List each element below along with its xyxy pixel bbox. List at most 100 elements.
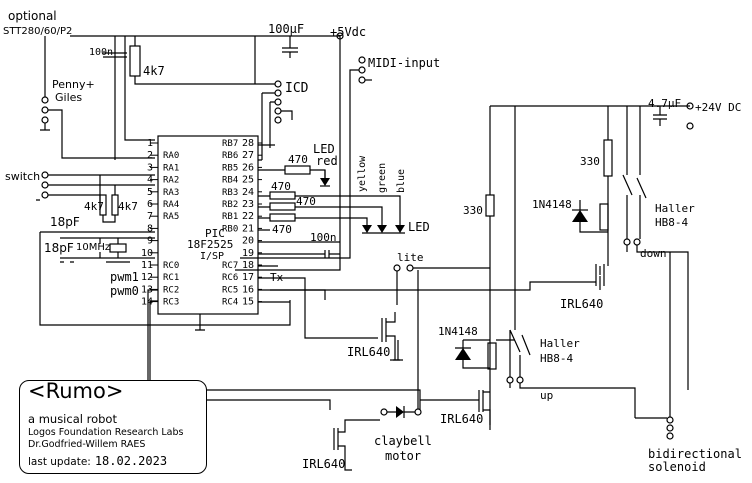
label-red: red bbox=[316, 154, 338, 168]
label-up: up bbox=[540, 389, 553, 402]
terminal-5v bbox=[336, 32, 344, 40]
pin-number-left: 1 bbox=[147, 138, 153, 149]
pin-number-right: 28 bbox=[242, 138, 254, 149]
pin-number-right: 21 bbox=[242, 223, 254, 234]
label-c100n-top: 100n bbox=[89, 47, 113, 58]
label-penny: Penny+ bbox=[52, 78, 95, 91]
pin-name-right: RB7 bbox=[222, 139, 238, 149]
pin-number-right: 19 bbox=[242, 248, 254, 259]
pin-name-left: RC1 bbox=[163, 273, 179, 283]
pin-number-right: 26 bbox=[242, 162, 254, 173]
label-r470-2: 470 bbox=[271, 180, 291, 193]
label-icd: ICD bbox=[285, 81, 309, 96]
pin-number-left: 13 bbox=[141, 284, 153, 295]
label-r4k7-a: 4k7 bbox=[84, 200, 104, 213]
pin-number-left: 10 bbox=[141, 248, 153, 259]
pin-number-right: 15 bbox=[242, 297, 254, 308]
pin-name-right: RC7 bbox=[222, 261, 238, 271]
label-diode2: 1N4148 bbox=[438, 325, 478, 338]
pin-number-left: 12 bbox=[141, 272, 153, 283]
pin-number-left: 6 bbox=[147, 199, 153, 210]
pin-number-left: 9 bbox=[147, 236, 153, 247]
label-c100uf: 100µF bbox=[268, 22, 304, 36]
label-r330-a: 330 bbox=[463, 204, 483, 217]
pin-name-left: RC2 bbox=[163, 285, 179, 295]
label-c100n-mid: 100n bbox=[310, 231, 337, 244]
pin-number-right: 22 bbox=[242, 211, 254, 222]
label-hb1: HB8-4 bbox=[655, 216, 688, 229]
info-box: <Rumo> a musical robot Logos Foundation … bbox=[19, 379, 207, 474]
pin-name-right: RB4 bbox=[222, 176, 238, 186]
pin-name-right: RB5 bbox=[222, 163, 238, 173]
label-haller2: Haller bbox=[540, 337, 580, 350]
pin-number-left: 7 bbox=[147, 211, 153, 222]
pin-number-left: 3 bbox=[147, 162, 153, 173]
pin-name-right: RB0 bbox=[222, 224, 238, 234]
pin-name-left: RA3 bbox=[163, 188, 179, 198]
label-r470-3: 470 bbox=[296, 195, 316, 208]
label-vdc24: +24V DC bbox=[695, 101, 741, 114]
pin-name-left: RC3 bbox=[163, 298, 179, 308]
label-c18pf-a: 18pF bbox=[50, 215, 80, 229]
label-r330-b: 330 bbox=[580, 155, 600, 168]
pin-number-left: 11 bbox=[141, 260, 153, 271]
label-haller1: Haller bbox=[655, 202, 695, 215]
pin-name-right: RB6 bbox=[222, 151, 238, 161]
pin-number-right: 16 bbox=[242, 284, 254, 295]
pin-number-right: 24 bbox=[242, 187, 254, 198]
pic-isp: I/SP bbox=[200, 251, 224, 262]
label-r4k7-b: 4k7 bbox=[118, 200, 138, 213]
label-pwm1: pwm1 bbox=[110, 270, 139, 284]
pin-name-left: RC0 bbox=[163, 261, 179, 271]
pin-name-right: RB3 bbox=[222, 188, 238, 198]
pin-number-left: 2 bbox=[147, 150, 153, 161]
pin-name-right: RB1 bbox=[222, 212, 238, 222]
pin-name-left: RA5 bbox=[163, 212, 179, 222]
pin-number-right: 27 bbox=[242, 150, 254, 161]
info-update-date: 18.02.2023 bbox=[94, 454, 168, 468]
pin-number-right: 20 bbox=[242, 236, 254, 247]
pic-chip bbox=[157, 135, 259, 315]
label-c18pf-b: 18pF bbox=[44, 241, 74, 255]
pin-name-right: RC6 bbox=[222, 273, 238, 283]
label-motor: motor bbox=[385, 449, 421, 463]
label-diode1: 1N4148 bbox=[532, 198, 572, 211]
label-yellow: yellow bbox=[357, 155, 368, 192]
pin-name-left: RA0 bbox=[163, 151, 179, 161]
info-org: Logos Foundation Research Labs bbox=[28, 427, 184, 438]
pin-number-left: 5 bbox=[147, 187, 153, 198]
label-irl3: IRL640 bbox=[440, 412, 483, 426]
label-optional: optional bbox=[8, 9, 57, 23]
label-stt: STT280/60/P2 bbox=[3, 26, 72, 37]
info-author: Dr.Godfried-Willem RAES bbox=[28, 439, 146, 450]
crystal-10mhz bbox=[109, 243, 127, 253]
label-hb2: HB8-4 bbox=[540, 352, 573, 365]
info-title: <Rumo> bbox=[28, 379, 124, 403]
label-led: LED bbox=[313, 142, 335, 156]
label-bidir: bidirectional bbox=[648, 447, 742, 461]
label-r4k7-top: 4k7 bbox=[143, 64, 165, 78]
pin-number-left: 4 bbox=[147, 175, 153, 186]
info-update-label: last update: bbox=[28, 456, 91, 468]
pic-part: 18F2525 bbox=[187, 238, 233, 251]
resistor-4k7-top bbox=[129, 45, 141, 77]
pin-number-left: 8 bbox=[147, 223, 153, 234]
label-irl1: IRL640 bbox=[347, 345, 390, 359]
pin-name-right: RC5 bbox=[222, 285, 238, 295]
info-subtitle: a musical robot bbox=[28, 412, 117, 426]
label-r470-4: 470 bbox=[272, 223, 292, 236]
label-solenoid: solenoid bbox=[648, 460, 706, 474]
label-green: green bbox=[377, 163, 388, 193]
pin-name-right: RB2 bbox=[222, 200, 238, 210]
label-down: down bbox=[640, 247, 667, 260]
pin-name-left: RA1 bbox=[163, 163, 179, 173]
label-irl2: IRL640 bbox=[560, 297, 603, 311]
label-claybell: claybell bbox=[374, 434, 432, 448]
pin-name-left: RA4 bbox=[163, 200, 179, 210]
label-midi: MIDI-input bbox=[368, 56, 440, 70]
pin-number-right: 25 bbox=[242, 175, 254, 186]
label-r470-1: 470 bbox=[288, 153, 308, 166]
label-switch: switch bbox=[5, 170, 40, 183]
label-xtal: 10MHz bbox=[76, 242, 110, 253]
